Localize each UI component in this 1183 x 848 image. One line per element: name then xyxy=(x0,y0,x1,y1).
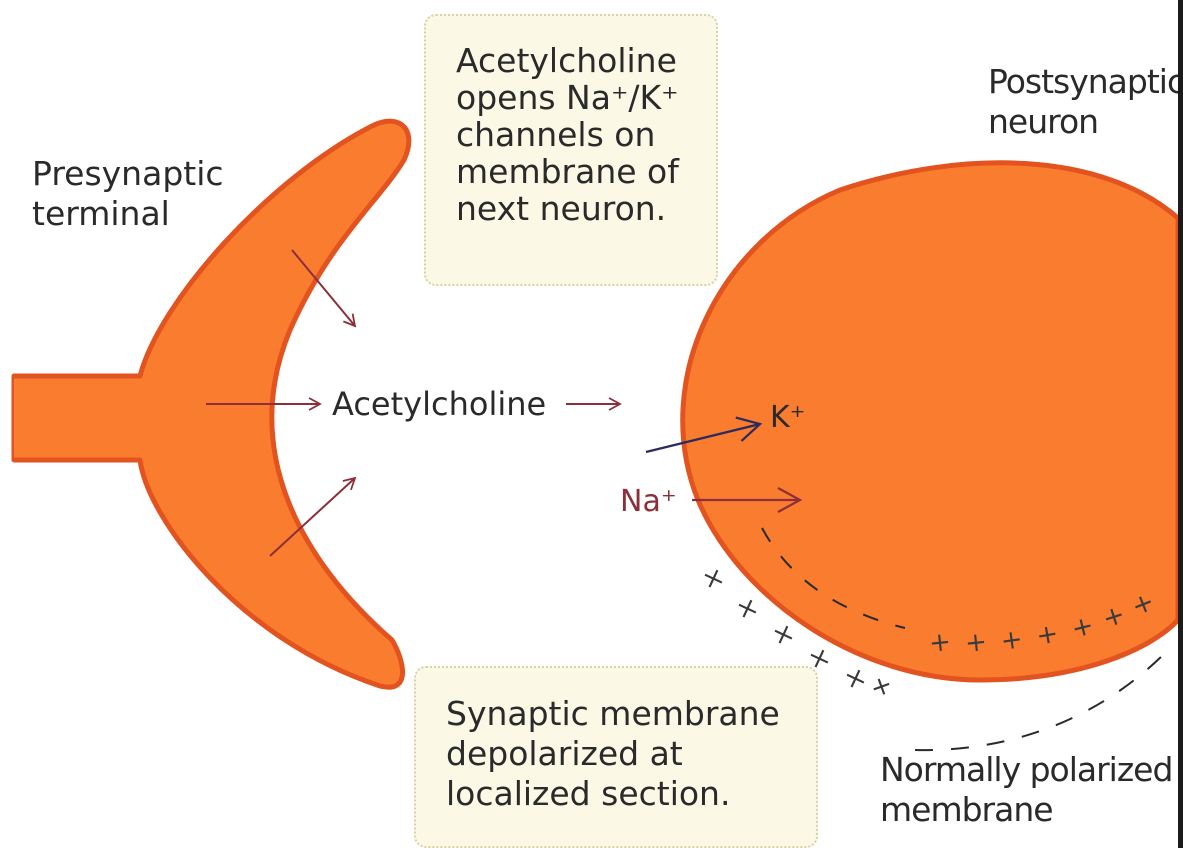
polarized-label-line1: Normally polarized xyxy=(880,750,1172,790)
svg-text:+: + xyxy=(964,627,989,659)
presynaptic-label: Presynaptic terminal xyxy=(32,154,224,234)
sodium-label: Na⁺ xyxy=(620,482,677,522)
svg-text:×: × xyxy=(768,617,799,653)
callout-acetylcholine-channels: Acetylcholine opens Na⁺/K⁺ channels on m… xyxy=(424,14,718,286)
callout-bottom-line2: depolarized at xyxy=(446,734,816,774)
callout-bottom-line1: Synaptic membrane xyxy=(446,694,816,734)
postsynaptic-label-line1: Postsynaptic xyxy=(988,62,1183,102)
acetylcholine-label: Acetylcholine xyxy=(332,384,546,424)
postsynaptic-neuron-shape xyxy=(683,163,1178,680)
svg-text:×: × xyxy=(732,591,763,627)
callout-top-line4: membrane of xyxy=(456,153,716,190)
polarized-label-line2: membrane xyxy=(880,790,1172,830)
callout-top-line2: opens Na⁺/K⁺ xyxy=(456,79,716,116)
polarized-membrane-label: Normally polarized membrane xyxy=(880,750,1172,830)
callout-top-line5: next neuron. xyxy=(456,190,716,227)
svg-text:+: + xyxy=(866,669,897,705)
svg-text:+: + xyxy=(999,624,1025,657)
svg-text:+: + xyxy=(928,627,953,659)
svg-text:×: × xyxy=(698,561,729,597)
callout-top-line3: channels on xyxy=(456,116,716,153)
callout-depolarized: Synaptic membrane depolarized at localiz… xyxy=(414,666,818,848)
postsynaptic-label: Postsynaptic neuron xyxy=(988,62,1183,142)
page-edge xyxy=(1178,0,1183,848)
callout-bottom-line3: localized section. xyxy=(446,774,816,814)
postsynaptic-label-line2: neuron xyxy=(988,102,1183,142)
presynaptic-label-line2: terminal xyxy=(32,194,224,234)
potassium-label: K⁺ xyxy=(770,398,806,438)
presynaptic-label-line1: Presynaptic xyxy=(32,154,224,194)
callout-top-line1: Acetylcholine xyxy=(456,42,716,79)
